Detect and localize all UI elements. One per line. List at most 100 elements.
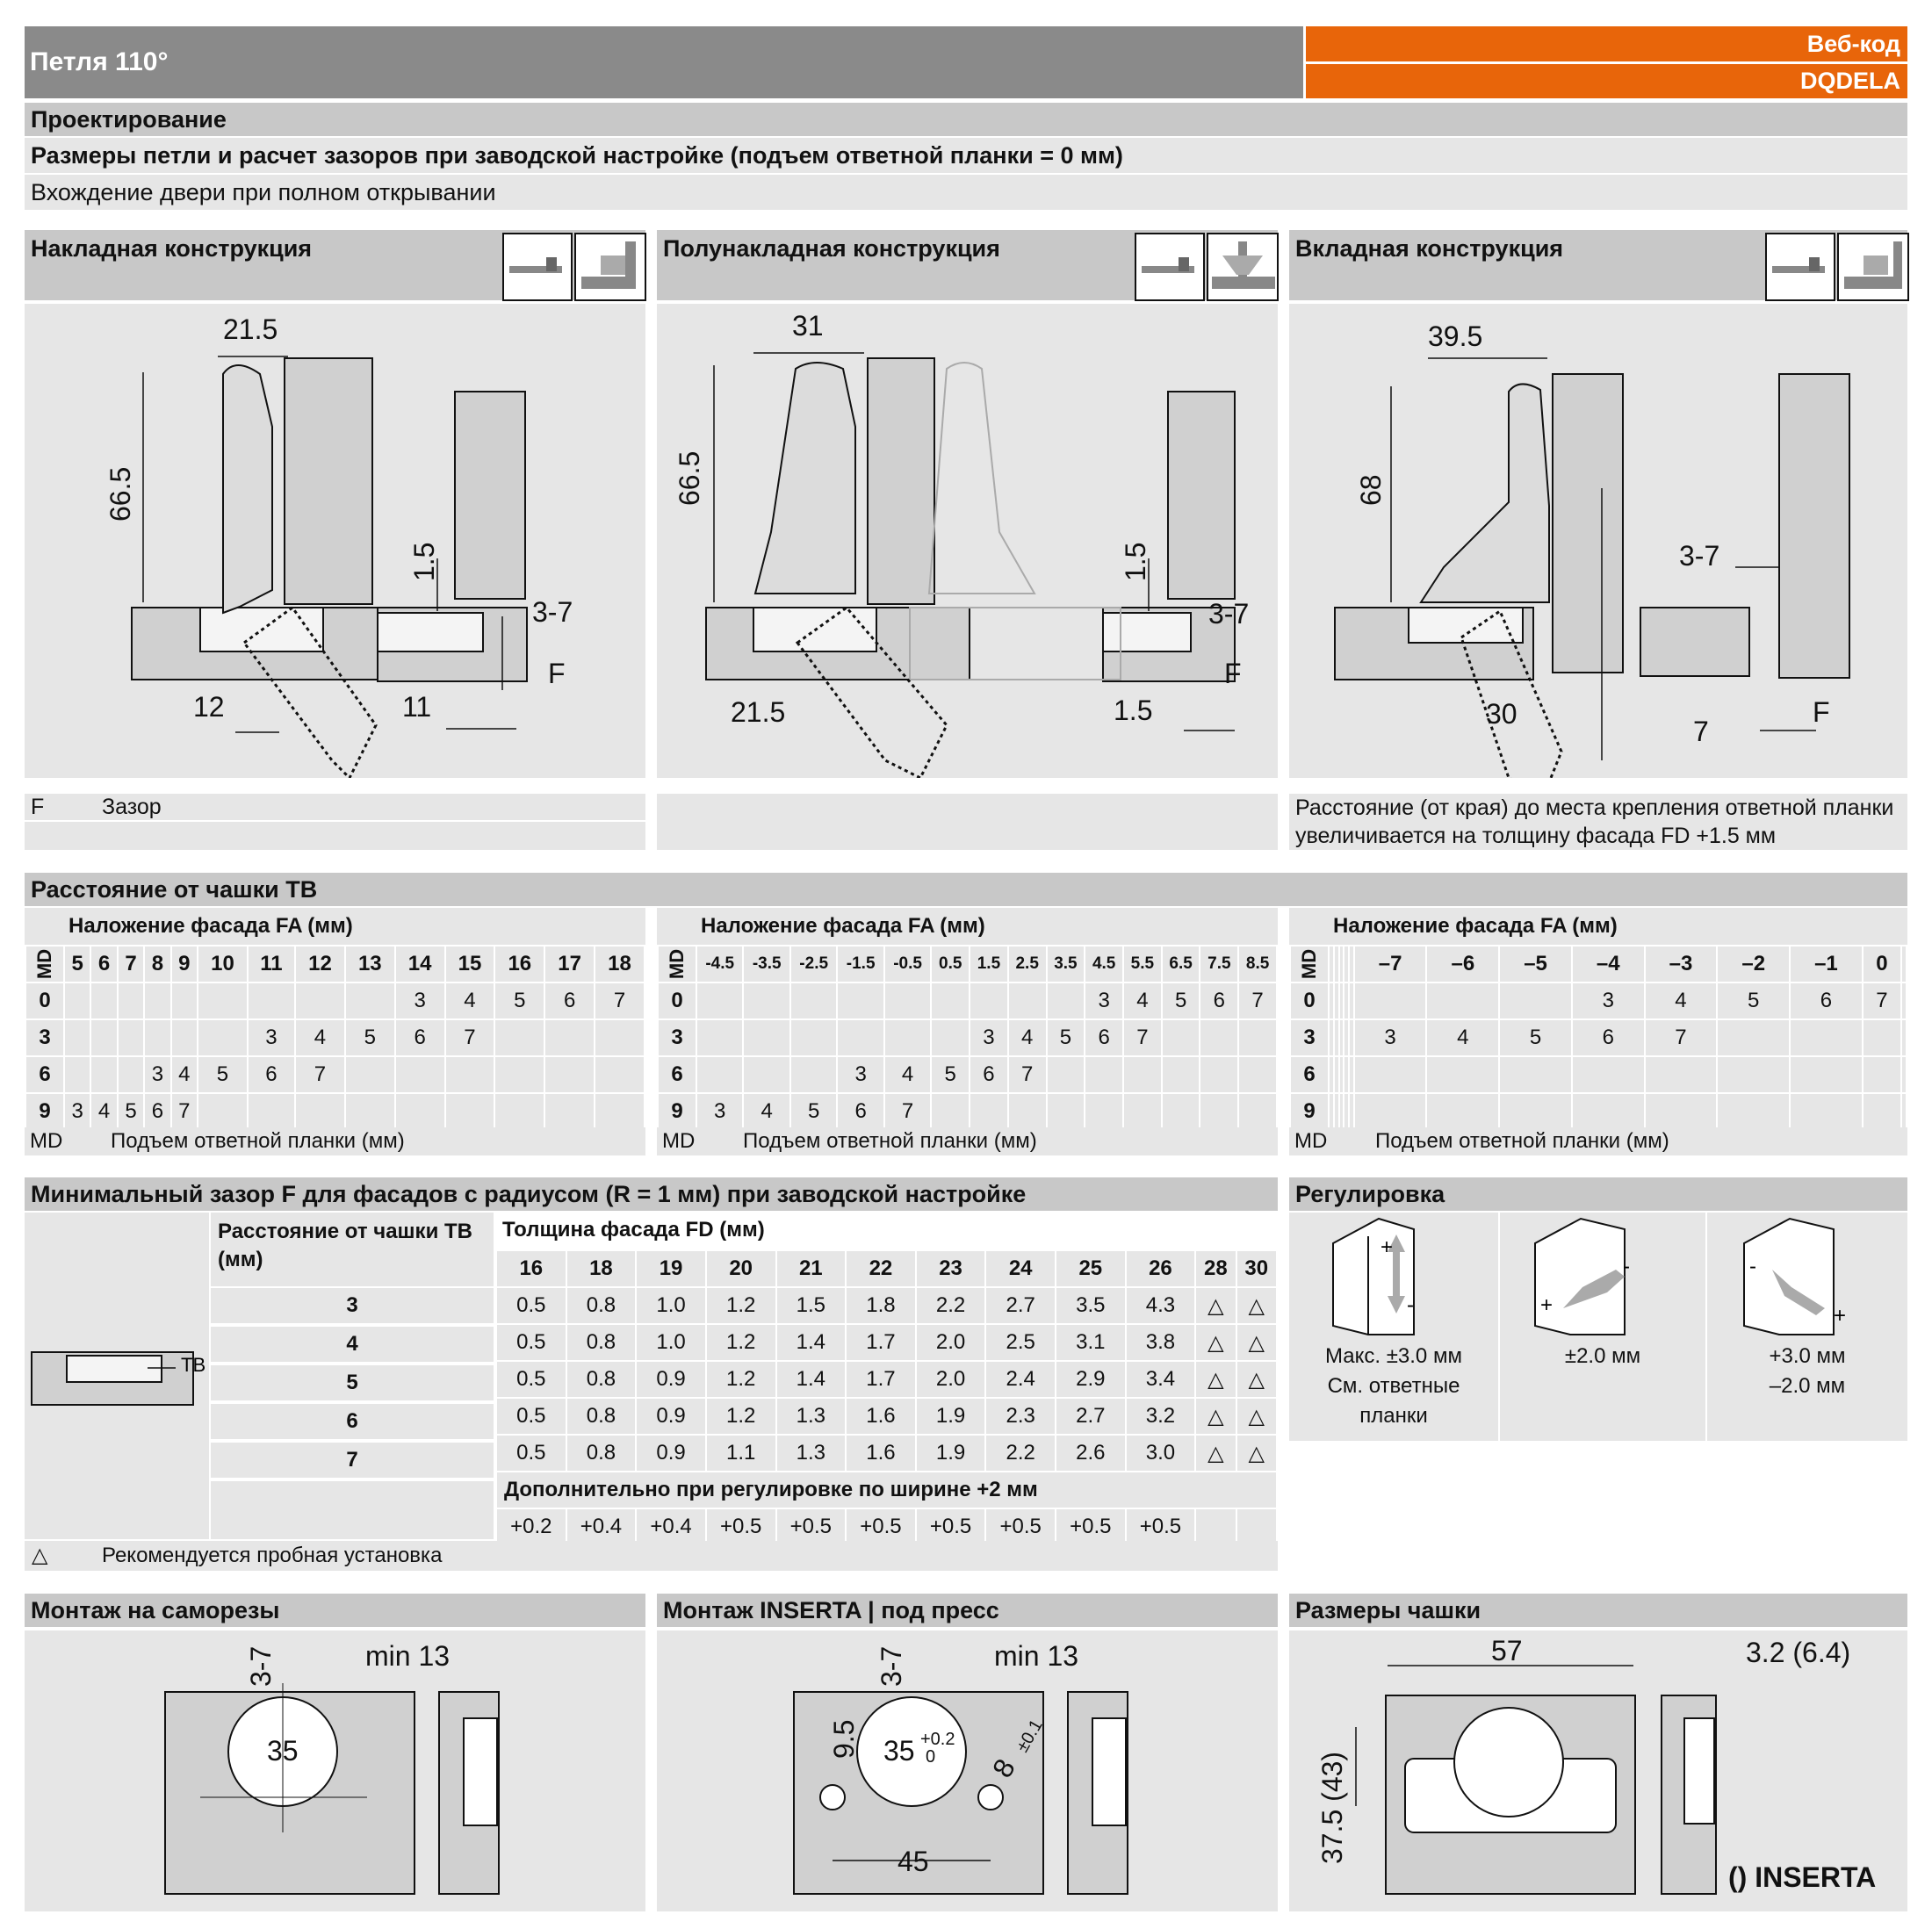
- fa-column-header: 8.5: [1237, 945, 1278, 983]
- tb-cell: 3: [969, 1018, 1009, 1057]
- tb-cell: 4: [90, 1092, 119, 1131]
- fa-column-header: 9: [169, 945, 199, 983]
- min-gap-cell: 1.9: [914, 1397, 987, 1436]
- tb-cell: [1328, 1018, 1335, 1057]
- tb-cell: [1789, 1018, 1864, 1057]
- min-gap-cell: 2.0: [914, 1360, 987, 1399]
- extra-value-cell: +0.4: [565, 1508, 638, 1546]
- tb-cell: 6: [246, 1055, 297, 1094]
- tb-table-row: 6: [1289, 1055, 1907, 1094]
- fd-column-header: 22: [845, 1249, 917, 1288]
- tb-cell: 5: [1498, 1018, 1573, 1057]
- tb-cell: [1643, 1055, 1719, 1094]
- extra-label: Дополнительно при регулировке по ширине …: [495, 1471, 1278, 1509]
- tb-cell: [742, 1018, 791, 1057]
- tb-cell: [1332, 1018, 1340, 1057]
- tb-cell: [1498, 1092, 1573, 1131]
- tb-cell: 4: [443, 982, 496, 1020]
- md-header: MD: [25, 945, 65, 983]
- tb-cell: [343, 982, 396, 1020]
- tb-cell: 3: [1570, 982, 1646, 1020]
- tb-cell: [1199, 1018, 1240, 1057]
- tb-cell: [62, 1018, 92, 1057]
- md-header: MD: [1289, 945, 1330, 983]
- tb-cell: 3: [143, 1055, 172, 1094]
- fa-column-header: 18: [594, 945, 645, 983]
- dim-1-5-b: 1.5: [1120, 543, 1151, 581]
- extra-value-cell: +0.5: [984, 1508, 1056, 1546]
- tb-cell: [197, 1018, 249, 1057]
- adjust-side-icon: -+: [1743, 1217, 1846, 1335]
- tb-cell: [294, 1092, 346, 1131]
- web-code-label: Веб-код: [1306, 26, 1907, 61]
- inserta-dim-min13: min 13: [994, 1640, 1078, 1672]
- design-note: Вхождение двери при полном открывании: [25, 175, 1907, 210]
- screw-dim-min13: min 13: [365, 1640, 450, 1672]
- min-gap-cell: 1.0: [635, 1323, 707, 1362]
- tb-title-bar: Расстояние от чашки TB: [25, 873, 1907, 906]
- half-overlay-icons: [1135, 233, 1279, 301]
- tb-cell: 3: [695, 1092, 745, 1131]
- tb-cell: 6: [1084, 1018, 1125, 1057]
- min-gap-cell: 3.2: [1124, 1397, 1197, 1436]
- min-gap-cell: △: [1194, 1434, 1237, 1472]
- min-gap-cell: 1.4: [775, 1360, 847, 1399]
- fa-column-header: 3.5: [1045, 945, 1086, 983]
- tb-cell: [393, 1092, 446, 1131]
- tb-cell: [1570, 1092, 1646, 1131]
- fa-column-header: 2.5: [1006, 945, 1048, 983]
- min-gap-cell: 1.2: [704, 1360, 777, 1399]
- fa-column-header: 12: [294, 945, 346, 983]
- dim-21-5: 21.5: [223, 313, 278, 345]
- fa-column-header: 15: [443, 945, 496, 983]
- fa-column-header: 5: [62, 945, 92, 983]
- min-gap-cell: 1.0: [635, 1286, 707, 1325]
- dim-66-5: 66.5: [105, 467, 136, 522]
- tb-cell: [1006, 982, 1048, 1020]
- tb-cell: [62, 982, 92, 1020]
- design-title-bar: Проектирование: [25, 103, 1907, 136]
- extra-value-cell: [1194, 1508, 1237, 1546]
- fa-column-header: 5.5: [1122, 945, 1163, 983]
- tb-cell: 3: [836, 1055, 885, 1094]
- tb-cell: [789, 1018, 839, 1057]
- tb-cell: [1900, 1055, 1907, 1094]
- min-gap-cell: △: [1235, 1286, 1279, 1325]
- screw-mount-title-bar: Монтаж на саморезы: [25, 1594, 645, 1627]
- tb-cell: [1160, 1092, 1201, 1131]
- fa-label: Наложение фасада FA (мм): [701, 914, 985, 938]
- tb-cell: [1716, 1092, 1791, 1131]
- tb-row-label: 5: [211, 1365, 494, 1400]
- tb-cell: [116, 982, 146, 1020]
- tb-cell: 4: [169, 1055, 199, 1094]
- min-gap-cell: 0.9: [635, 1397, 707, 1436]
- dim-7: 7: [1693, 716, 1709, 747]
- min-gap-cell: 1.2: [704, 1397, 777, 1436]
- inserta-title-bar: Монтаж INSERTA | под пресс: [657, 1594, 1278, 1627]
- min-gap-cell: 2.6: [1055, 1434, 1127, 1472]
- min-gap-cell: 0.9: [635, 1360, 707, 1399]
- tb-cell: 3: [246, 1018, 297, 1057]
- tb-cell: [1122, 1092, 1163, 1131]
- fd-column-header: 26: [1124, 1249, 1197, 1288]
- inserta-dim-tol-upper: +0.2: [920, 1730, 955, 1749]
- fa-column-header: -2.5: [789, 945, 839, 983]
- screw-dim-3-7: 3-7: [245, 1646, 277, 1687]
- tb-cell: [1425, 982, 1501, 1020]
- fa-column-header: 17: [544, 945, 596, 983]
- tb-cell: 4: [883, 1055, 933, 1094]
- dim-3-7-c: 3-7: [1679, 540, 1719, 572]
- tb-cell: 5: [789, 1092, 839, 1131]
- overlay-icons: [502, 233, 646, 301]
- min-gap-cell: 1.6: [845, 1397, 917, 1436]
- min-gap-cell: 3.1: [1055, 1323, 1127, 1362]
- tb-cell: [883, 1018, 933, 1057]
- tb-cell: [1343, 1018, 1350, 1057]
- inserta-dim-35: 35: [883, 1735, 915, 1767]
